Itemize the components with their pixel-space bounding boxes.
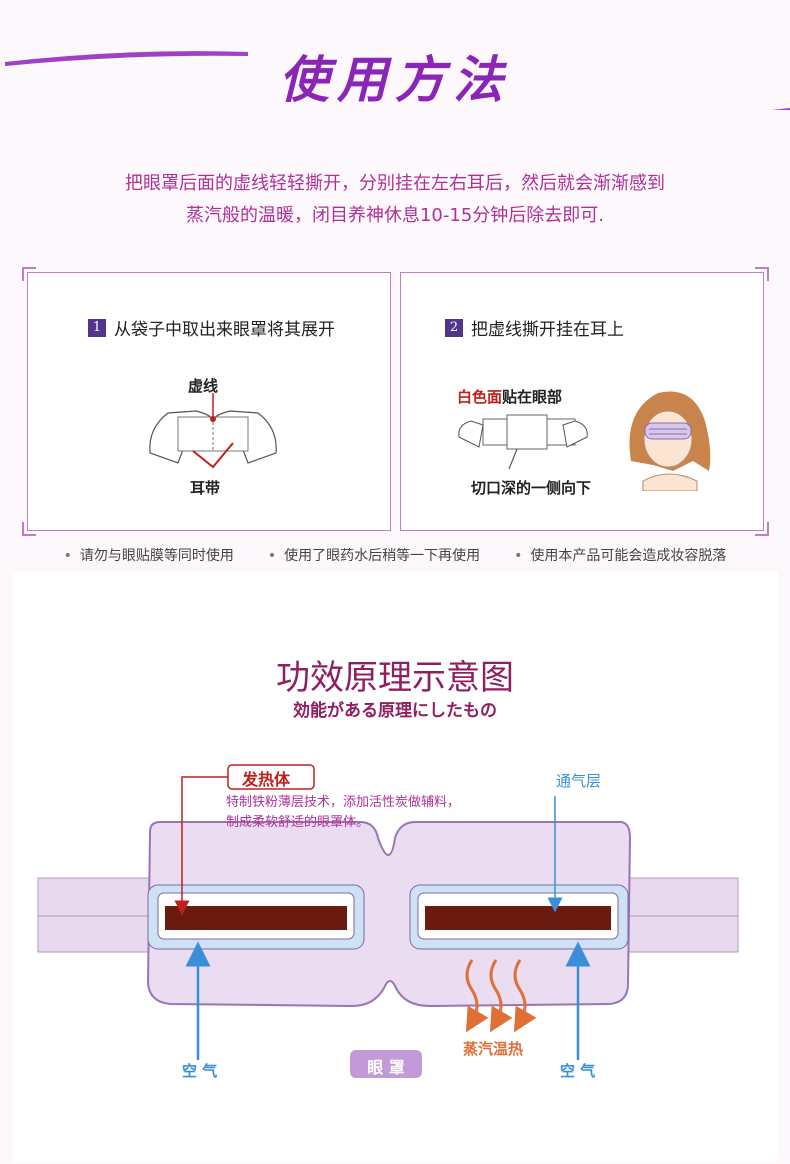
step-1-caption-earloop: 耳带	[190, 479, 221, 497]
step-2-heading: 2 把虚线撕开挂在耳上	[445, 315, 624, 340]
step-2-caption-bottom: 切口深的一侧向下	[471, 479, 592, 497]
eye-mask-structure-diagram	[37, 764, 739, 1078]
step-1-caption-dashed: 虚线	[188, 377, 219, 395]
note-item: 使用了眼药水后稍等一下再使用	[268, 545, 480, 565]
woman-wearing-mask-illustration	[629, 391, 711, 491]
hands-unfold-illustration	[149, 393, 277, 469]
heat-element-label: 发热体	[242, 770, 291, 789]
section-title-principle: 功效原理示意图	[276, 658, 514, 698]
step-number-badge: 2	[445, 318, 463, 337]
corner-mark	[755, 267, 769, 281]
header-swoosh	[5, 51, 790, 110]
section-title-usage: 使用方法	[279, 51, 511, 109]
step-card-2: 2 把虚线撕开挂在耳上 白色面贴在眼部 切口深的一侧向下	[400, 267, 769, 536]
note-item: 使用本产品可能会造成妆容脱落	[514, 545, 726, 565]
usage-intro: 把眼罩后面的虚线轻轻撕开，分别挂在左右耳后，然后就会渐渐感到 蒸汽般的温暖，闭目…	[0, 168, 790, 232]
step-1-text: 从袋子中取出来眼罩将其展开	[114, 320, 335, 340]
eye-mask-label: 眼 罩	[367, 1058, 405, 1077]
step-number-badge: 1	[88, 318, 106, 337]
white-side-label: 白色面	[457, 388, 503, 406]
heat-desc-line-2: 制成柔软舒适的眼罩体。	[226, 815, 370, 830]
step-card-1: 1 从袋子中取出来眼罩将其展开 虚线 耳带	[22, 267, 391, 536]
intro-line-2: 蒸汽般的温暖，闭目养神休息10-15分钟后除去即可.	[185, 205, 605, 226]
stick-to-eye-label: 贴在眼部	[502, 388, 563, 406]
step-2-caption-top: 白色面贴在眼部	[457, 386, 562, 407]
heat-desc-line-1: 特制铁粉薄层技术，添加活性炭做辅料，	[226, 795, 461, 810]
corner-mark	[22, 267, 36, 281]
note-item: 请勿与眼贴膜等同时使用	[64, 545, 234, 565]
vent-layer-label: 通气层	[556, 772, 602, 790]
steam-warmth-label: 蒸汽温热	[463, 1040, 524, 1058]
air-label-left: 空 气	[182, 1062, 218, 1080]
air-label-right: 空 气	[560, 1062, 596, 1080]
section-subtitle-principle: 効能がある原理にしたもの	[293, 701, 497, 721]
usage-notes: 请勿与眼贴膜等同时使用 使用了眼药水后稍等一下再使用 使用本产品可能会造成妆容脱…	[0, 545, 790, 565]
step-1-heading: 1 从袋子中取出来眼罩将其展开	[88, 315, 335, 340]
corner-mark	[22, 522, 36, 536]
mask-unfold-illustration	[458, 414, 588, 470]
intro-line-1: 把眼罩后面的虚线轻轻撕开，分别挂在左右耳后，然后就会渐渐感到	[125, 173, 665, 194]
heat-element-desc: 特制铁粉薄层技术，添加活性炭做辅料， 制成柔软舒适的眼罩体。	[226, 793, 460, 833]
corner-mark	[755, 522, 769, 536]
step-2-text: 把虚线撕开挂在耳上	[471, 320, 624, 340]
